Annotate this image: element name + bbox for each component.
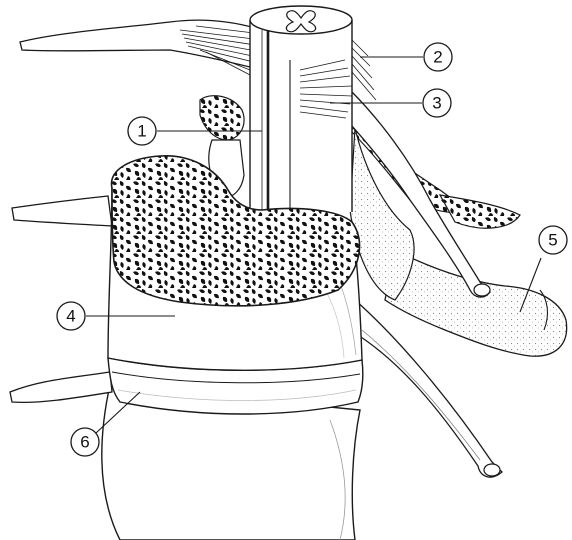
callout-4: 4 (57, 302, 85, 330)
callout-6: 6 (71, 428, 99, 456)
callout-5: 5 (539, 226, 567, 254)
callout-4-label: 4 (66, 307, 75, 326)
spinal-cord (250, 6, 352, 212)
callout-3: 3 (423, 89, 451, 117)
callout-6-label: 6 (80, 433, 89, 452)
callout-2-label: 2 (433, 48, 442, 67)
callout-1: 1 (128, 117, 156, 145)
callout-3-label: 3 (432, 94, 441, 113)
callout-1-label: 1 (137, 122, 146, 141)
middle-left-nerve (12, 196, 112, 226)
upper-left-nerve (20, 20, 262, 76)
callout-2: 2 (424, 43, 452, 71)
lower-left-nerve (10, 372, 112, 402)
callout-5-label: 5 (548, 231, 557, 250)
